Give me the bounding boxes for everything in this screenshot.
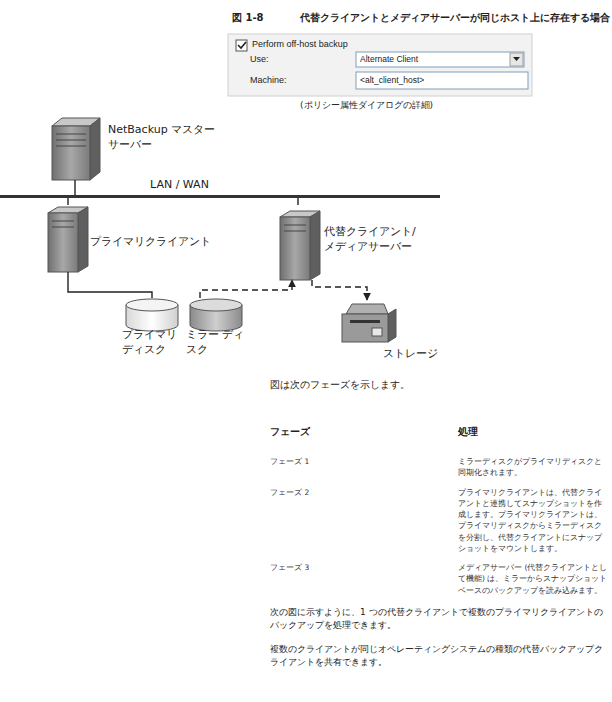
server-icon [52,118,100,180]
storage-node: ストレージ [335,300,445,368]
disk-node: プライマリ ディスク [122,298,182,362]
dialog-caption: (ポリシー属性ダイアログの詳細) [300,99,433,113]
node-label: プライマリ ディスク [122,328,182,358]
client-node: プライマリクライアント [40,205,230,272]
network-link [74,180,75,195]
figure-title: 代替クライアントとメディアサーバーが同じホスト上に存在する場合 [300,10,610,25]
field-label: Use: [250,53,269,67]
textbox-value: <alt_client_host> [360,74,424,87]
figure-number: 図 1-8 [232,10,264,25]
disk-node: ミラー ディスク [186,298,246,362]
table-cell: メディアサーバー (代替クライアントとして機能) は、ミラーからスナップショット… [458,562,608,596]
network-link [297,198,298,205]
server-node: NetBackup マスター サーバー [45,115,230,180]
client-icon [280,211,320,280]
table-cell: フェーズ 2 [270,487,420,498]
body-text: 図は次のフェーズを示します。 [270,377,600,392]
disk-icon [126,299,178,331]
checkbox-label: Perform off-host backup [252,38,348,52]
field-label: Machine: [250,74,287,88]
node-label: NetBackup マスター サーバー [108,123,220,153]
node-label: ミラー ディスク [186,328,246,358]
network-link [67,198,68,205]
dialog-panel [228,34,532,96]
network-band: LAN / WAN [0,195,440,198]
table-header: フェーズ [270,424,310,439]
table-cell: フェーズ 3 [270,562,420,573]
node-label: ストレージ [383,347,445,362]
table-cell: プライマリクライアントは、代替クライアントと連携してスナップショットを作成します… [458,487,608,555]
table-cell: ミラーディスクがプライマリディスクと同期化されます。 [458,456,608,479]
disk-icon [190,299,242,331]
storage-icon [342,304,396,342]
node-label: 代替クライアント/ メディアサーバー [324,225,428,255]
node-label: LAN / WAN [150,178,240,193]
body-text: 次の図に示すように、1 つの代替クライアントで複数のプライマリクライアントのバッ… [270,606,606,633]
dashed-data-flow [312,280,367,300]
table-header: 処理 [458,424,478,439]
client-node: 代替クライアント/ メディアサーバー [272,205,445,280]
dashed-data-flow [200,280,292,298]
dropdown-value: Alternate Client [360,53,418,66]
network-link [68,272,152,298]
client-icon [48,207,88,272]
body-text: 複数のクライアントが同じオペレーティングシステムの種類の代替バックアップクライア… [270,643,606,670]
table-cell: フェーズ 1 [270,456,420,467]
node-label: プライマリクライアント [90,235,225,250]
